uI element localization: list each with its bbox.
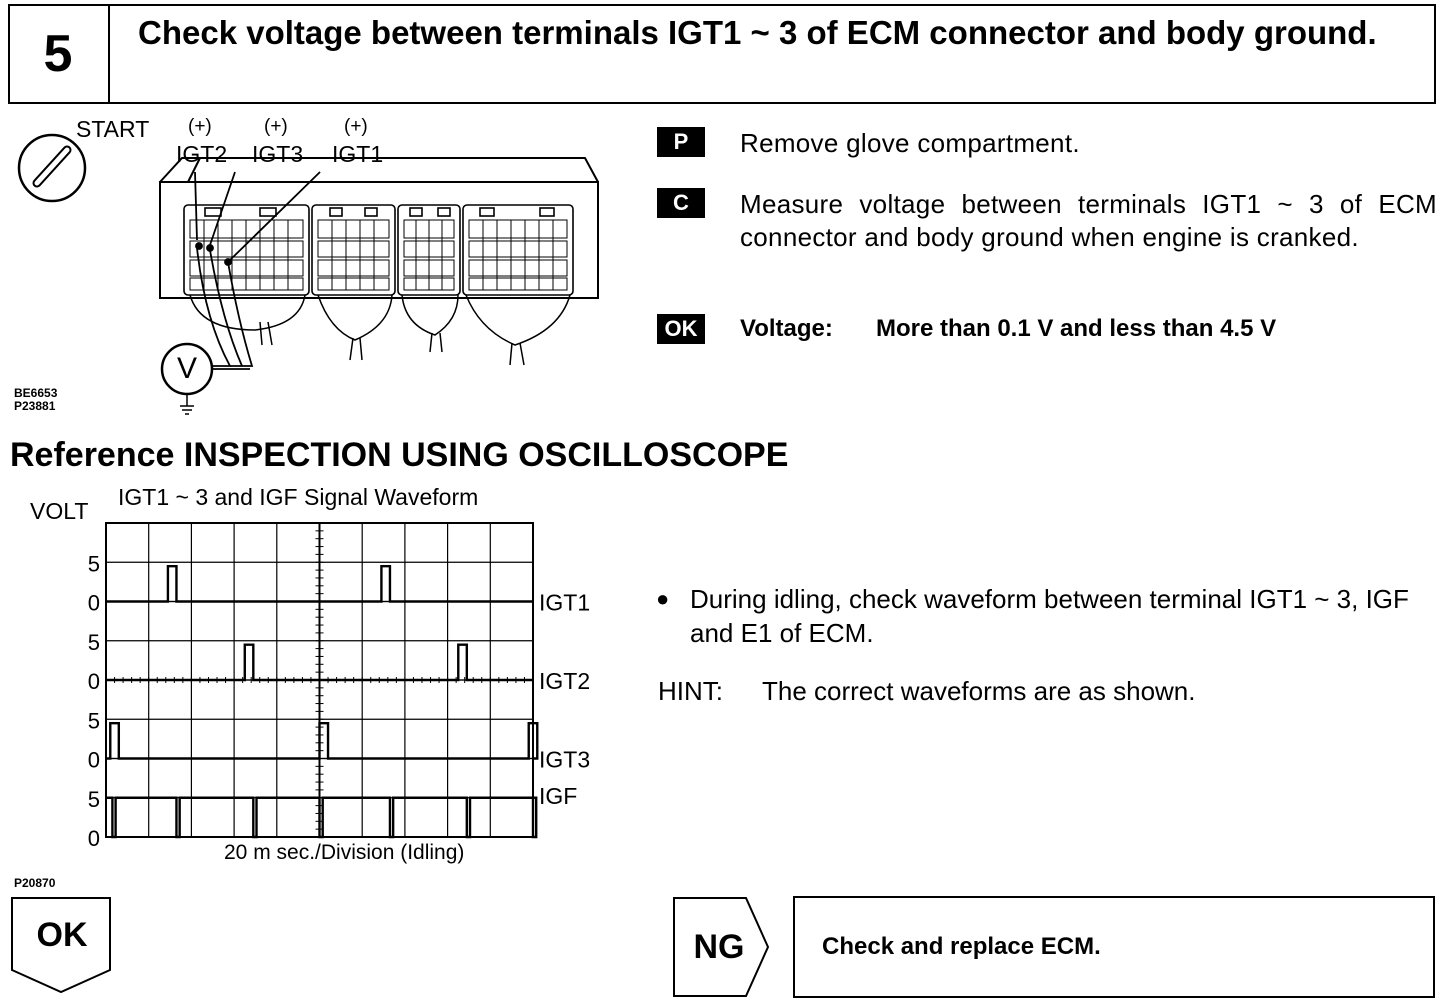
trace-igt2 <box>106 643 533 682</box>
figure-code: P20870 <box>14 876 56 890</box>
instruction-text: Remove glove compartment. <box>740 128 1080 158</box>
bullet-icon: ● <box>656 586 670 611</box>
y-tick-label: 5 <box>88 551 100 576</box>
ng-button[interactable]: NG <box>693 928 745 966</box>
trace-igf <box>106 796 538 839</box>
terminal-polarity: (+) <box>188 116 212 137</box>
ng-pentagon[interactable] <box>672 896 772 998</box>
terminal-label-igt2: IGT2 <box>176 141 228 167</box>
voltmeter-symbol: V <box>176 352 197 385</box>
figure-code: P23881 <box>14 399 56 413</box>
hint-text: The correct waveforms are as shown. <box>762 676 1196 706</box>
ng-action-text: Check and replace ECM. <box>822 933 1101 960</box>
ok-pentagon[interactable] <box>10 896 114 996</box>
terminal-label-igt1: IGT1 <box>332 141 384 167</box>
check-tag: C <box>657 188 705 218</box>
spec-value: More than 0.1 V and less than 4.5 V <box>876 315 1277 342</box>
procedure-tag: P <box>657 127 705 157</box>
trace-igt1 <box>106 564 533 603</box>
pulse-igt3 <box>318 722 329 760</box>
spec-label: Voltage: <box>740 315 833 342</box>
pulse-igt3 <box>109 722 120 760</box>
y-tick-label: 5 <box>88 787 100 812</box>
pulse-igt1 <box>380 565 391 603</box>
terminal-label-igt3: IGT3 <box>252 141 304 167</box>
ignition-switch-icon <box>17 133 87 203</box>
terminal-polarity: (+) <box>344 116 368 137</box>
series-label: IGT2 <box>539 668 590 694</box>
series-label: IGT1 <box>539 590 590 616</box>
y-tick-label: 5 <box>88 630 100 655</box>
hint-label: HINT: <box>658 676 723 706</box>
y-tick-label: 0 <box>88 591 100 616</box>
y-tick-label: 0 <box>88 748 100 773</box>
series-label: IGT3 <box>539 747 590 773</box>
ecm-connectors <box>183 204 574 296</box>
wire-harnesses <box>189 294 571 366</box>
ecm-connector-diagram <box>17 133 599 415</box>
terminal-polarity: (+) <box>264 116 288 137</box>
instruction-text: Measure voltage between terminals IGT1 ~… <box>740 189 1437 252</box>
step-header <box>8 4 1436 104</box>
x-axis-caption: 20 m sec./Division (Idling) <box>224 841 465 864</box>
idle-check-text: During idling, check waveform between te… <box>690 584 1409 648</box>
y-axis-unit: VOLT <box>30 498 89 524</box>
step-number: 5 <box>8 4 110 104</box>
step-title: Check voltage between terminals IGT1 ~ 3… <box>138 14 1377 51</box>
ok-tag: OK <box>657 314 705 344</box>
trace-igt3 <box>106 721 539 760</box>
ng-action-box <box>793 896 1435 998</box>
pulse-igt1 <box>167 565 178 603</box>
figure-code: BE6653 <box>14 386 58 400</box>
ok-button[interactable]: OK <box>36 916 88 954</box>
pulse-igt2 <box>244 644 254 681</box>
y-tick-label: 0 <box>88 826 100 851</box>
chart-title: IGT1 ~ 3 and IGF Signal Waveform <box>118 484 479 510</box>
y-tick-label: 0 <box>88 669 100 694</box>
series-label: IGF <box>539 783 577 809</box>
section-title: Reference INSPECTION USING OSCILLOSCOPE <box>10 436 789 474</box>
ecm-body <box>159 157 599 299</box>
voltmeter-icon <box>160 342 250 415</box>
scope-traces <box>106 564 539 839</box>
start-label: START <box>76 116 150 142</box>
probe-leads <box>194 171 321 367</box>
y-tick-label: 5 <box>88 708 100 733</box>
pulse-igt2 <box>457 644 468 681</box>
